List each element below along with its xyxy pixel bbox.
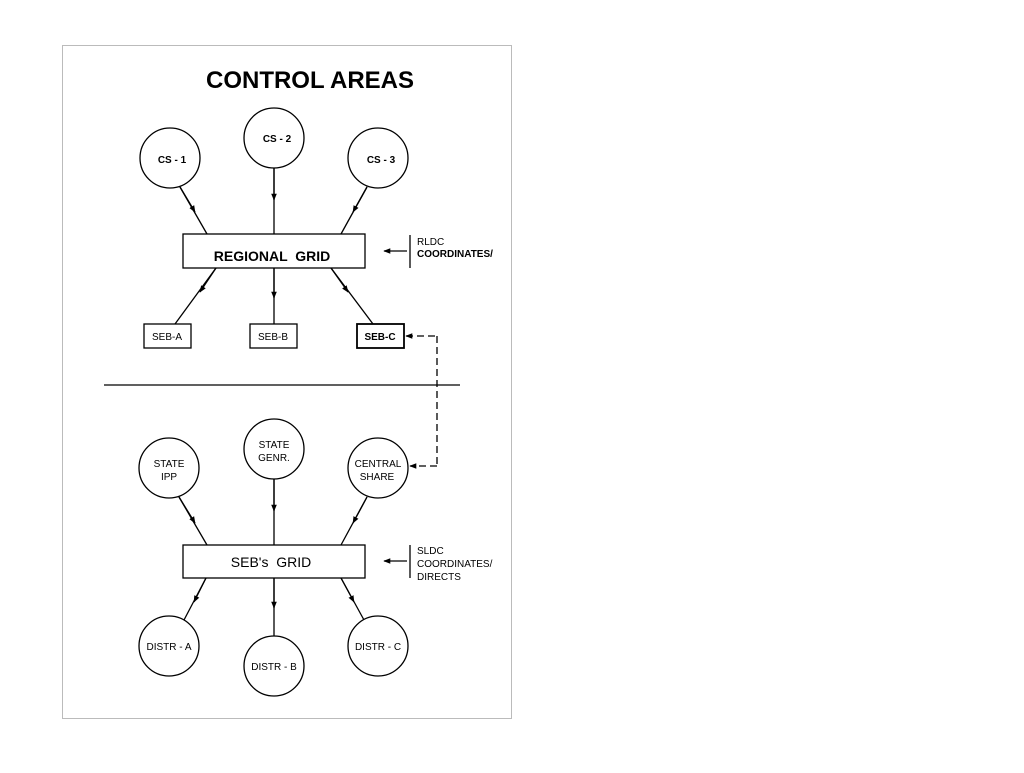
seb-c-label: SEB-C — [364, 332, 395, 343]
sldc-role-label-line2: DIRECTS — [417, 572, 461, 583]
seb-c-arrow — [330, 267, 349, 293]
sldc-label: SLDC — [417, 546, 444, 557]
state-ipp-label-line2: IPP — [161, 472, 177, 483]
cs-3-arrow — [352, 186, 368, 213]
seb-grid-box — [182, 544, 366, 579]
cs-1-arrow — [179, 186, 196, 213]
state-genr-label-line2: GENR. — [258, 453, 290, 464]
distr-c-arrow — [340, 577, 355, 603]
state-ipp-arrow — [178, 496, 196, 524]
seb-c-central-share-link — [405, 333, 438, 469]
central-share-label-line1: CENTRAL — [355, 459, 402, 470]
cs-3-label: CS - 3 — [367, 155, 396, 166]
cs-3-node — [347, 127, 409, 189]
central-share-arrow — [352, 496, 368, 524]
cs-1-label: CS - 1 — [158, 155, 187, 166]
distr-c-node — [347, 615, 409, 677]
seb-a-box — [143, 323, 192, 349]
seb-b-label: SEB-B — [258, 332, 288, 343]
seb-a-label: SEB-A — [152, 332, 182, 343]
state-ipp-node — [138, 437, 200, 499]
rldc-role-label: COORDINATES/ — [417, 249, 493, 260]
seb-b-box — [249, 323, 298, 349]
distr-c-label: DISTR - C — [355, 642, 401, 653]
sldc-role-label-line1: COORDINATES/ — [417, 559, 493, 570]
seb-grid-label: SEB's GRID — [231, 554, 311, 570]
distr-a-label: DISTR - A — [146, 642, 191, 653]
seb-a-arrow — [199, 267, 217, 293]
state-genr-label-line1: STATE — [259, 440, 290, 451]
lower-section — [138, 418, 411, 697]
diagram-title: CONTROL AREAS — [206, 67, 414, 94]
cs-2-label: CS - 2 — [263, 134, 292, 145]
distr-a-node — [138, 615, 200, 677]
distr-b-node — [243, 635, 305, 697]
central-share-node — [347, 437, 409, 499]
upper-section — [139, 107, 411, 349]
cs-1-node — [139, 127, 201, 189]
state-ipp-label-line1: STATE — [154, 459, 185, 470]
distr-b-label: DISTR - B — [251, 662, 297, 673]
rldc-label: RLDC — [417, 237, 444, 248]
regional-grid-box — [182, 233, 366, 269]
seb-c-box — [356, 323, 405, 349]
distr-a-arrow — [193, 577, 207, 603]
regional-grid-label: REGIONAL GRID — [214, 248, 330, 264]
central-share-label-line2: SHARE — [360, 472, 395, 483]
